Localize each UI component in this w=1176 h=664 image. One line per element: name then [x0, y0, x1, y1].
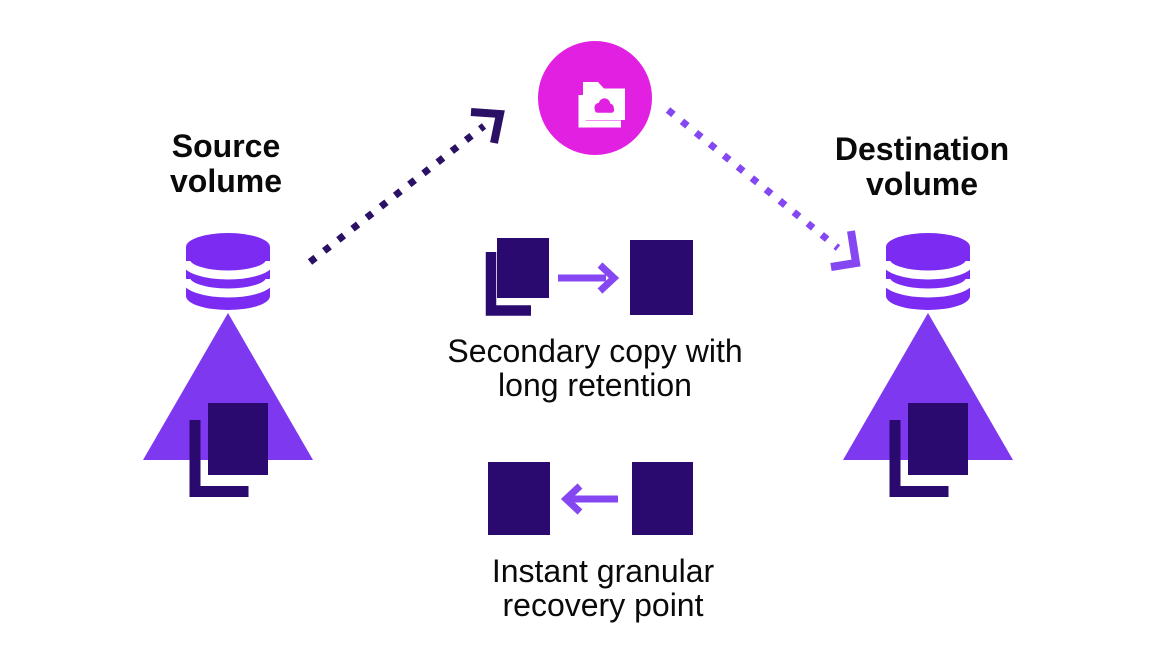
volume-block-icon	[488, 462, 550, 535]
instant-recovery-label: Instant granular recovery point	[491, 553, 715, 623]
dotted-arrow-cloud-to-destination-icon	[665, 107, 861, 271]
folder-stack-layer	[578, 95, 621, 128]
snapshot-copy-icon	[889, 403, 968, 497]
cloud-folder-icon	[538, 41, 652, 155]
left-arrow-icon	[560, 483, 618, 515]
snapshot-copy-icon	[189, 403, 268, 497]
triangle-volume-shape	[143, 313, 313, 460]
destination-volume-label: Destination volume	[834, 131, 1010, 202]
cloud-glyph	[594, 98, 615, 113]
secondary-copy-label: Secondary copy with long retention	[447, 333, 743, 403]
source-volume-icon	[143, 233, 313, 497]
triangle-volume-shape	[843, 313, 1013, 460]
dotted-arrow-source-to-cloud-icon	[307, 108, 505, 265]
database-cylinder-icon	[881, 233, 975, 310]
volume-block-icon	[632, 462, 693, 535]
copy-stack-icon	[485, 238, 549, 316]
database-cylinder-icon	[181, 233, 275, 310]
right-arrow-icon	[558, 262, 620, 294]
source-volume-label: Source volume	[169, 128, 283, 199]
destination-volume-icon	[843, 233, 1013, 497]
volume-block-icon	[630, 240, 693, 315]
